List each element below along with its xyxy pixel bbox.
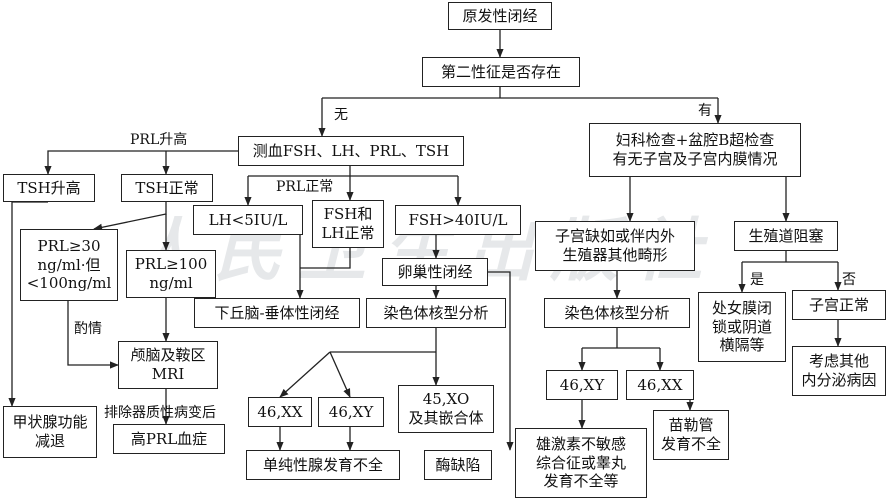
node-tsh-high: TSH升高 — [3, 174, 95, 202]
node-other-endocrine: 考虑其他 内分泌病因 — [792, 346, 886, 396]
label-fou: 否 — [842, 272, 856, 288]
node-fsh-high: FSH>40IU/L — [395, 205, 521, 235]
edge-tsh-high-to-hypothyroidism — [8, 201, 48, 407]
edge-to-46xy-left — [329, 351, 351, 398]
edge-to-46xx-left — [279, 351, 331, 398]
node-46xy-right: 46,XY — [546, 370, 618, 400]
node-hypothalamic-pituitary: 下丘脑-垂体性闭经 — [194, 298, 360, 328]
node-uterus-absent: 子宫缺如或伴内外 生殖器其他畸形 — [535, 221, 695, 271]
node-46xy-left: 46,XY — [318, 397, 384, 427]
edge-blood-to-tsh-high — [44, 150, 238, 175]
label-medication: 酌情 — [74, 321, 102, 337]
node-gyn-exam: 妇科检查+盆腔B超检查 有无子宫及子宫内膜情况 — [589, 123, 801, 177]
node-prl-30-100: PRL≥30 ng/ml·但 <100ng/ml — [20, 229, 118, 301]
node-ovarian-amenorrhea: 卵巢性闭经 — [382, 258, 488, 286]
node-46xx-left: 46,XX — [248, 397, 312, 427]
node-karyotype-right: 染色体核型分析 — [544, 298, 690, 328]
node-hypothyroidism: 甲状腺功能 减退 — [3, 406, 97, 458]
node-hymen-atresia: 处女膜闭 锁或阴道 横隔等 — [698, 292, 786, 362]
node-fsh-lh-normal: FSH和 LH正常 — [312, 200, 384, 248]
label-exclude-organic: 排除器质性病变后 — [104, 405, 216, 421]
edge-prl-30-to-mri — [67, 301, 119, 369]
edge-tsh-normal-to-prl-30 — [93, 202, 167, 231]
node-cranial-mri: 颅脑及鞍区 MRI — [118, 341, 218, 389]
label-prl-high: PRL升高 — [130, 132, 188, 148]
label-yes: 有 — [698, 103, 712, 119]
node-primary-amenorrhea: 原发性闭经 — [448, 2, 552, 30]
node-blood-test: 测血FSH、LH、PRL、TSH — [238, 136, 464, 166]
node-androgen-insensitivity: 雄激素不敏感 综合征或睾丸 发育不全等 — [515, 428, 647, 498]
node-mullerian-dysgenesis: 苗勒管 发育不全 — [653, 410, 729, 460]
node-pure-gonadal-dysgenesis: 单纯性腺发育不全 — [246, 450, 400, 480]
node-secondary-sex-chars: 第二性征是否存在 — [422, 57, 580, 87]
node-enzyme-deficiency: 酶缺陷 — [424, 450, 492, 480]
node-prl-100: PRL≥100 ng/ml — [126, 250, 216, 298]
edge-ovarian-to-enzyme — [488, 271, 514, 451]
node-karyotype-left: 染色体核型分析 — [366, 298, 506, 328]
label-prl-normal: PRL正常 — [276, 179, 334, 195]
edge-fsh-lh-normal-join — [300, 248, 351, 269]
label-shi: 是 — [750, 272, 764, 288]
node-karyotype-45xo: 45,XO 及其嵌合体 — [398, 385, 494, 433]
label-no: 无 — [334, 107, 348, 123]
node-uterus-normal: 子宫正常 — [792, 290, 886, 320]
node-46xx-right: 46,XX — [626, 370, 694, 400]
node-tsh-normal: TSH正常 — [121, 174, 213, 202]
node-hyperprolactinemia: 高PRL血症 — [113, 424, 225, 454]
node-tract-obstruction: 生殖道阻塞 — [734, 221, 838, 251]
node-lh-low: LH<5IU/L — [193, 205, 303, 235]
